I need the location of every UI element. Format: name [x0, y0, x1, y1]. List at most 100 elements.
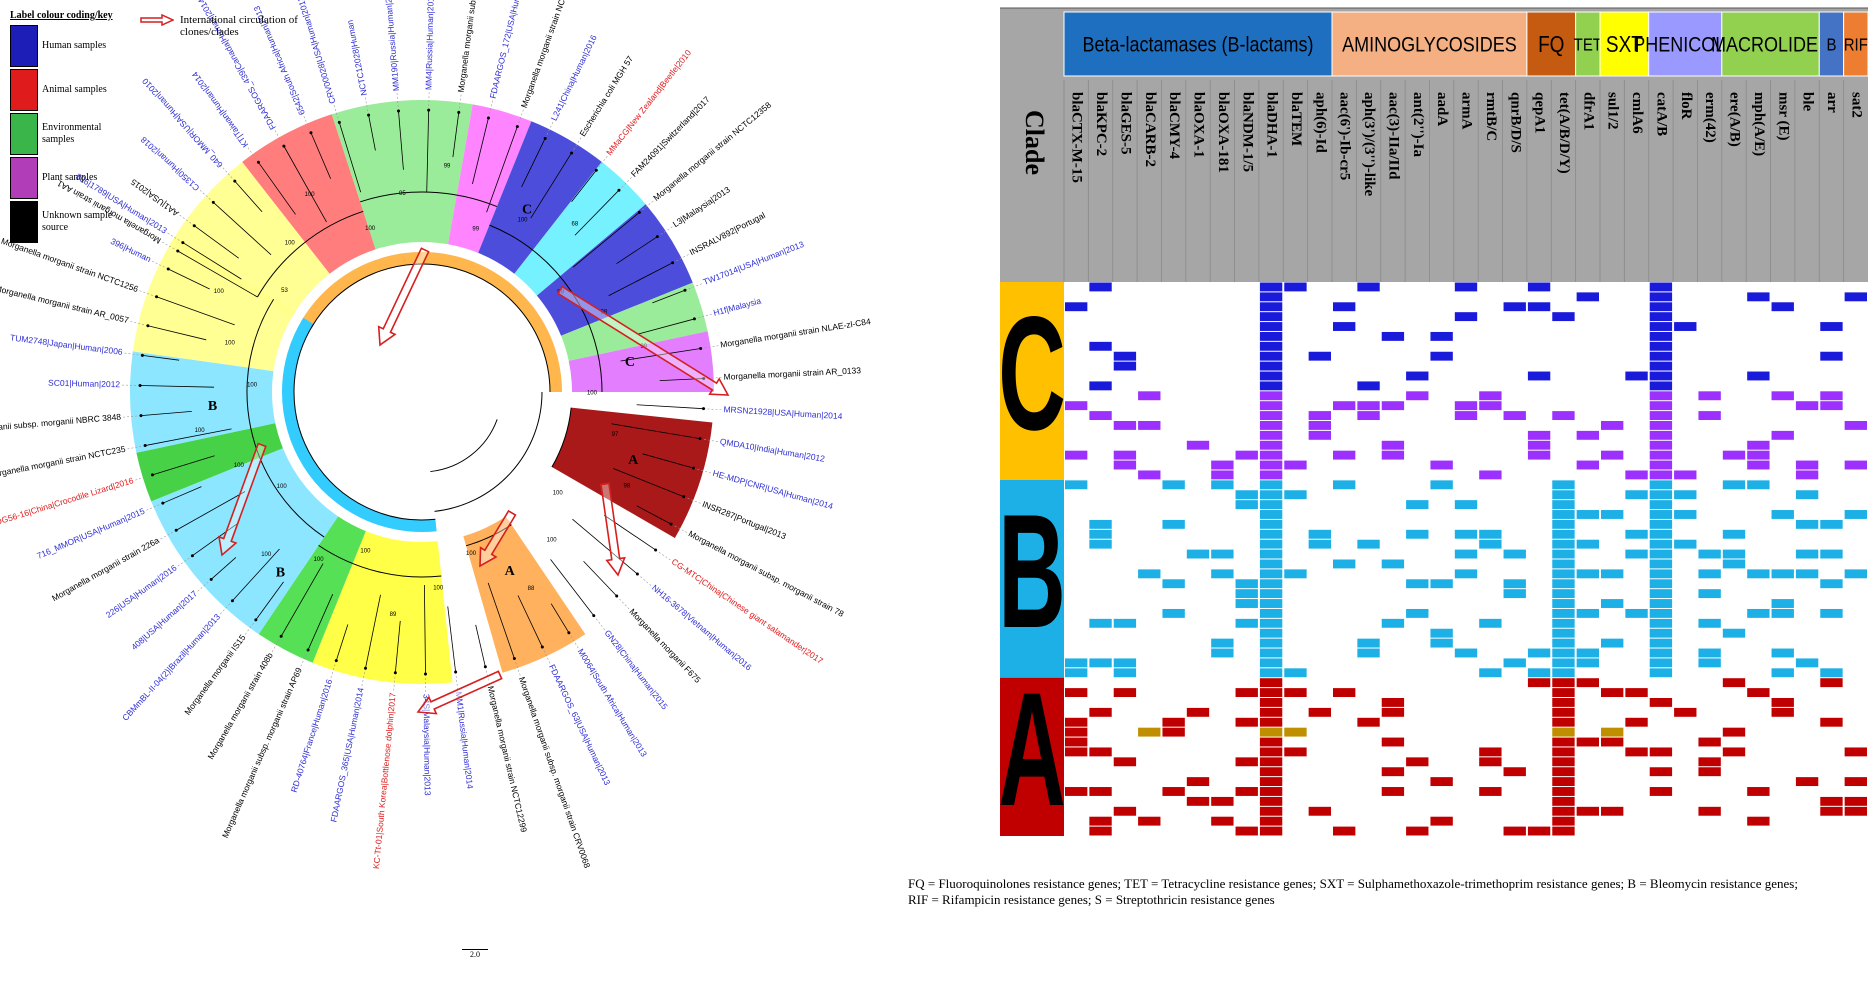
branch-tip: [447, 606, 457, 673]
arrow-key-label: International circulation of clones/clad…: [180, 14, 298, 38]
heat-cell: [1820, 796, 1843, 806]
tip-node: [654, 548, 658, 552]
tip-node: [150, 473, 154, 477]
category-label: RIF: [1844, 34, 1868, 55]
tip-leader: [128, 320, 148, 327]
legend-label: Plant samples: [42, 172, 98, 183]
branch-tip: [426, 110, 430, 193]
tip-label: L3|Malaysia|2013: [671, 184, 732, 229]
tip-leader: [616, 595, 631, 611]
tree-clade-label: A: [505, 564, 516, 579]
heat-cell: [1649, 322, 1673, 331]
heat-cell: [1259, 707, 1283, 717]
heat-cell: [1211, 549, 1234, 559]
heat-cell: [1820, 668, 1843, 678]
heat-cell: [1333, 826, 1356, 836]
heat-cell: [1722, 480, 1746, 490]
heat-cell: [1527, 371, 1551, 381]
tip-node: [567, 631, 571, 635]
tip-label: 34S|Malaysia|Human|2013: [422, 694, 433, 796]
arrow-icon: [140, 14, 174, 26]
tip-node: [512, 656, 516, 660]
gene-label: aph(3')/(3'')-like: [1361, 92, 1377, 197]
wedge-pink-right: [568, 331, 714, 392]
heat-cell: [1430, 777, 1453, 787]
tip-node: [427, 108, 431, 112]
heat-cell: [1747, 688, 1770, 697]
heat-cell: [1259, 450, 1283, 460]
node-value: 100: [547, 538, 558, 544]
tip-label: MMaCG|New Zealand|Beetle|2010: [604, 48, 693, 158]
wedge-blue-right: [536, 204, 693, 336]
gene-label: aph(6)-Id: [1312, 92, 1328, 154]
heat-cell: [1820, 579, 1843, 589]
phylogenetic-tree: Morganella morganii strain AA1AA1|USA|20…: [0, 0, 872, 869]
circulation-arrow: [600, 482, 626, 577]
heat-cell: [1649, 668, 1673, 678]
branch-tip: [394, 620, 401, 673]
heat-cell: [1065, 787, 1088, 796]
tip-leader: [593, 615, 607, 632]
heat-cell: [1625, 688, 1648, 697]
category-band: [1648, 11, 1723, 77]
branch-tip: [423, 584, 426, 674]
heat-cell: [1089, 529, 1112, 539]
heat-cell: [1186, 796, 1210, 806]
tip-label: Morganella morganii strain NCTC12358: [651, 100, 773, 203]
heat-cell: [1259, 628, 1283, 638]
heat-cell: [1820, 678, 1843, 688]
tip-node: [397, 109, 401, 113]
gene-label: blaOXA-181: [1215, 92, 1231, 173]
tip-leader: [361, 668, 366, 688]
tip-node: [309, 131, 313, 135]
heat-cell: [1406, 579, 1429, 589]
tip-label: Morganella morganii strain NCTC235: [0, 444, 127, 481]
heat-cell: [1722, 529, 1746, 539]
heat-cell: [1649, 589, 1673, 599]
heat-cell: [1649, 430, 1673, 440]
heat-cell: [1259, 569, 1283, 579]
branch-tip: [162, 486, 202, 504]
heat-cell: [1235, 490, 1258, 500]
heat-cell: [1601, 450, 1624, 460]
heat-cell: [1406, 757, 1429, 767]
heat-cell: [1649, 638, 1673, 648]
heat-cell: [1601, 806, 1624, 816]
heat-cell: [1406, 826, 1429, 836]
heat-cell: [1649, 401, 1673, 411]
heat-cell: [1259, 292, 1283, 302]
branch-tip: [517, 595, 543, 648]
heat-cell: [1259, 559, 1283, 569]
heat-cell: [1601, 688, 1624, 697]
heat-cell: [1089, 618, 1112, 628]
tip-leader: [137, 289, 157, 298]
heat-cell: [1576, 539, 1599, 549]
tip-leader: [639, 199, 656, 213]
tip-node: [570, 151, 574, 155]
heat-cell: [1113, 450, 1137, 460]
tip-leader: [133, 474, 153, 482]
tip-leader: [329, 660, 337, 680]
heat-cell: [1722, 450, 1746, 460]
branch-arc: [489, 224, 603, 393]
heat-cell: [1259, 401, 1283, 411]
branch-tip: [620, 348, 701, 362]
heat-cell: [1357, 381, 1380, 391]
heat-cell: [1747, 450, 1770, 460]
heat-cell: [1454, 549, 1478, 559]
branch-tip: [652, 289, 686, 304]
heat-cell: [1454, 648, 1478, 658]
heat-cell: [1089, 747, 1112, 757]
tip-label: Morganella morganii strain AR_0133: [723, 365, 861, 382]
heat-cell: [1113, 806, 1137, 816]
heat-cell: [1479, 787, 1502, 796]
tip-leader: [700, 345, 721, 349]
node-value: 89: [390, 612, 397, 618]
heat-cell: [1479, 747, 1502, 757]
tip-leader: [455, 671, 459, 692]
heat-cell: [1235, 450, 1258, 460]
gene-label: aadA: [1434, 92, 1450, 126]
heat-cell: [1259, 470, 1283, 480]
heat-cell: [1698, 767, 1721, 777]
heat-cell: [1259, 490, 1283, 500]
